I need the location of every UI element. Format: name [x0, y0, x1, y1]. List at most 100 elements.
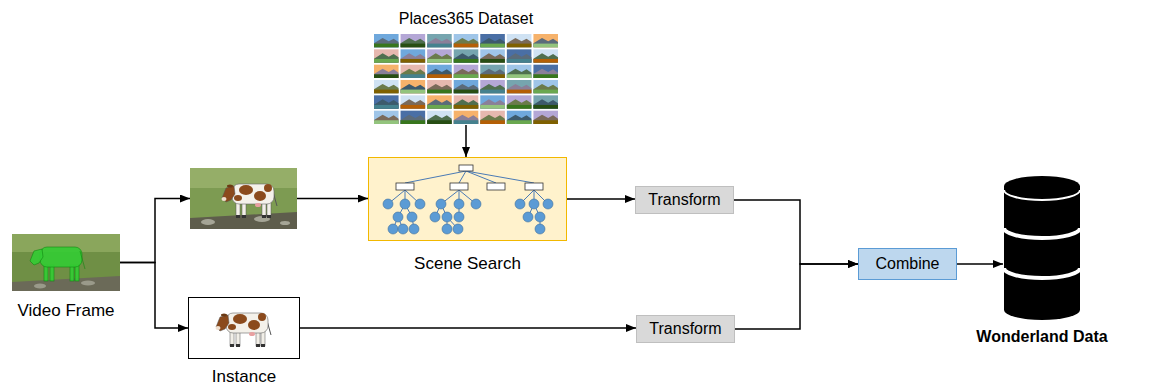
thumbnail: [480, 80, 505, 93]
tree-leaf: [388, 224, 398, 234]
thumbnail: [533, 65, 558, 78]
tree-link: [459, 171, 466, 183]
thumbnail: [374, 65, 399, 78]
thumbnail: [427, 90, 452, 94]
thumbnail: [507, 84, 532, 93]
thumbnail: [454, 49, 479, 62]
thumbnail: [401, 120, 426, 124]
database-cylinder: [1004, 268, 1080, 278]
thumbnail: [507, 115, 532, 124]
thumbnail: [507, 34, 532, 47]
thumbnail: [401, 34, 426, 47]
thumbnail: [401, 95, 426, 108]
thumbnail: [401, 69, 426, 78]
scene-image: [222, 184, 278, 218]
tree-link: [405, 171, 466, 183]
thumbnail: [480, 38, 505, 47]
video-frame: Video Frame: [12, 234, 120, 291]
thumbnail: [374, 69, 399, 78]
instance-image: [188, 297, 300, 359]
thumbnail: [401, 99, 426, 108]
thumbnail: [533, 99, 558, 108]
video-frame-image: [81, 281, 95, 286]
thumbnail: [533, 84, 558, 93]
transform-box: Transform: [635, 186, 734, 214]
thumbnail: [401, 80, 426, 93]
tree-node: [450, 183, 468, 190]
video-frame-image: [80, 251, 85, 269]
thumbnail: [533, 65, 558, 78]
thumbnail: [374, 111, 399, 124]
connector-arrow: [734, 200, 858, 264]
tree-root: [459, 165, 473, 171]
thumbnail: [401, 80, 426, 93]
instance-box: Instance: [188, 297, 300, 359]
thumbnail: [507, 49, 532, 62]
thumbnail: [480, 99, 505, 108]
thumbnail: [533, 80, 558, 93]
thumbnail: [533, 111, 558, 124]
thumbnail: [427, 49, 452, 62]
thumbnail: [427, 105, 452, 109]
thumbnail: [454, 120, 479, 124]
database-cylinder: [1004, 176, 1080, 320]
tree-node: [487, 183, 505, 190]
connector-arrow: [120, 263, 188, 329]
thumbnail: [401, 111, 426, 124]
thumbnail: [374, 44, 399, 48]
tree-leaf: [436, 199, 446, 209]
thumbnail: [507, 80, 532, 93]
thumbnail: [507, 99, 532, 108]
thumbnail: [507, 53, 532, 62]
thumbnail: [533, 49, 558, 62]
thumbnail: [480, 80, 505, 93]
thumbnail: [507, 95, 532, 108]
thumbnail: [427, 111, 452, 124]
thumbnail: [374, 84, 399, 93]
thumbnail: [401, 111, 426, 124]
thumbnail: [454, 65, 479, 78]
thumbnail: [454, 65, 479, 78]
connector-arrow: [120, 199, 190, 263]
thumbnail: [454, 105, 479, 109]
thumbnail: [374, 38, 399, 47]
thumbnail: [480, 120, 505, 124]
thumbnail: [427, 34, 452, 47]
thumbnail: [427, 80, 452, 93]
tree-leaf: [453, 224, 463, 234]
search-tree: [383, 165, 553, 234]
thumbnail: [533, 38, 558, 47]
thumbnail: [480, 115, 505, 124]
thumbnail: [533, 90, 558, 94]
thumbnail: [454, 80, 479, 93]
thumbnail: [454, 95, 479, 108]
thumbnail: [454, 69, 479, 78]
thumbnail: [374, 120, 399, 124]
tree-leaf: [398, 224, 408, 234]
thumbnail: [454, 49, 479, 62]
node-label: Video Frame: [17, 301, 114, 321]
thumbnail: [454, 111, 479, 124]
combine-box: Combine: [858, 248, 957, 280]
tree-leaf: [407, 212, 417, 222]
node-label: Transform: [648, 191, 720, 209]
thumbnail: [507, 59, 532, 63]
thumbnail: [427, 84, 452, 93]
tree-leaf: [393, 212, 403, 222]
video-frame-image: [12, 234, 120, 291]
thumbnail: [533, 34, 558, 47]
tree-leaf: [442, 224, 452, 234]
database: Wonderland Data: [1003, 175, 1081, 320]
thumbnail: [533, 44, 558, 48]
video-frame-image: [12, 234, 120, 291]
thumbnail: [454, 34, 479, 47]
thumbnail: [427, 53, 452, 62]
thumbnail: [427, 44, 452, 48]
tree-leaf: [471, 199, 481, 209]
tree-leaf: [523, 212, 533, 222]
thumbnail: [507, 34, 532, 47]
thumbnail: [374, 90, 399, 94]
tree-leaf: [442, 212, 452, 222]
tree-leaf: [415, 199, 425, 209]
